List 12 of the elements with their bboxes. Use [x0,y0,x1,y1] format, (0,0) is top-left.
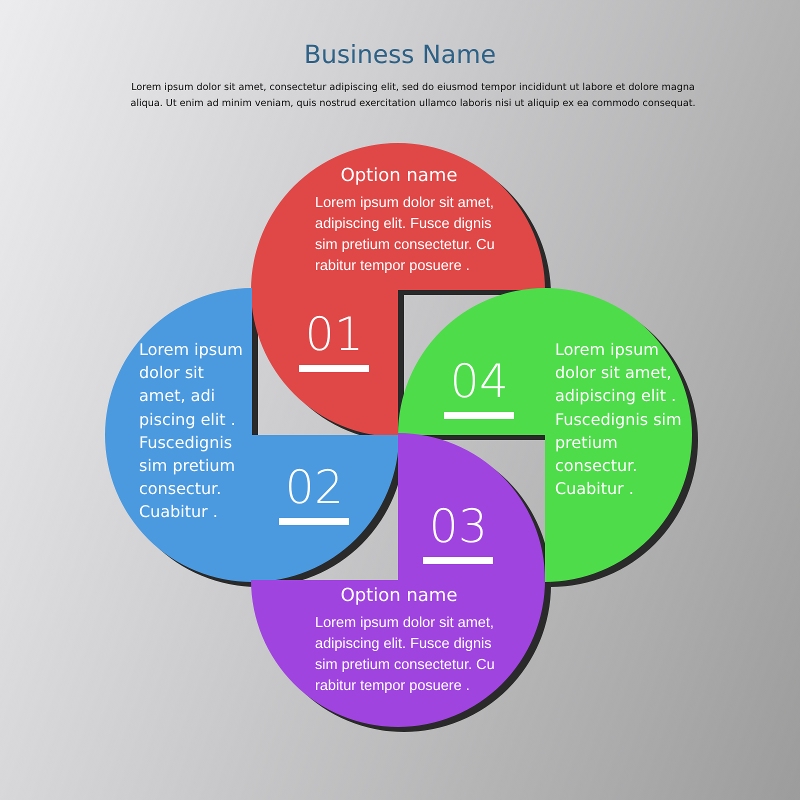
description-text: Lorem ipsum dolor sit amet, adipiscing elit. Fusce dignis sim pretium consectetur. Cu rabitur tempor posuere . [315,614,496,696]
title: Business Name [303,40,497,69]
option-heading: Option name [340,585,458,606]
step-number: 01 [299,307,369,372]
step-number: 03 [423,499,493,564]
description-text: Lorem ipsum dolor sit amet, adipiscing elit. Fusce dignis sim pretium consectetur. Cu rabitur tempor posuere . [315,194,496,276]
description-text: Lorem ipsum dolor sit amet, adi piscing elit . Fuscedignis sim pretium consectur. Cuabitur . [139,339,244,524]
description-text: Lorem ipsum dolor sit amet, adipiscing elit . Fuscedignis sim pretium consectur. Cuabitur . [555,339,683,500]
subtitle-paragraph: Lorem ipsum dolor sit amet, consectetur adipiscing elit, sed do eiusmod tempor incididunt ut labore et dolore magna aliqua. Ut enim ad minim veniam, quis nostrud exercitation ullamco laboris nisi ut aliquip ex ea commodo consequat. [129,81,697,111]
option-heading: Option name [340,165,458,186]
step-number: 04 [444,354,514,419]
step-number: 02 [279,460,349,525]
